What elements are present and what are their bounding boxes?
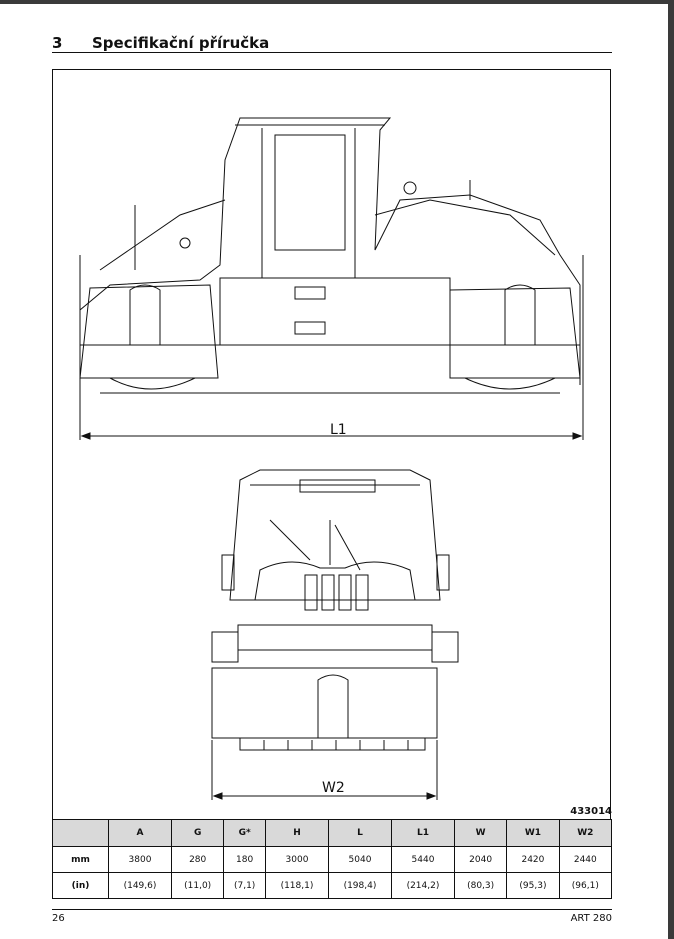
cell: (80,3)	[453, 872, 508, 899]
row-label: mm	[52, 846, 109, 873]
cell: (7,1)	[223, 872, 266, 899]
header-cell: A	[108, 819, 172, 847]
dimension-label-w2: W2	[322, 780, 345, 796]
row-label: (in)	[52, 872, 109, 899]
cell: (11,0)	[170, 872, 225, 899]
cell: 5440	[390, 846, 455, 873]
chapter-number: 3	[52, 34, 63, 52]
header-cell: L1	[390, 819, 455, 847]
chapter-title: Specifikační příručka	[92, 34, 270, 52]
footer-rule	[52, 909, 612, 910]
cell: 280	[170, 846, 225, 873]
table-row: (in) (149,6) (11,0) (7,1) (118,1) (198,4…	[52, 872, 613, 899]
table-row: mm 3800 280 180 3000 5040 5440 2040 2420…	[52, 846, 613, 873]
cell: 2040	[453, 846, 508, 873]
table-header-row: A G G* H L L1 W W1 W2	[52, 819, 613, 847]
header-cell: G*	[223, 819, 266, 847]
cell: (95,3)	[506, 872, 560, 899]
cell: (118,1)	[264, 872, 329, 899]
header-cell: L	[327, 819, 392, 847]
viewer-top-bar	[0, 0, 674, 4]
dimension-label-l1: L1	[330, 422, 347, 438]
viewer-scrollbar[interactable]	[668, 0, 674, 939]
header-cell: W	[453, 819, 508, 847]
cell: (198,4)	[327, 872, 392, 899]
front-view-drawing	[211, 469, 459, 800]
cell: 5040	[327, 846, 392, 873]
cell: (96,1)	[558, 872, 613, 899]
header-rule	[52, 52, 612, 53]
header-cell: G	[170, 819, 225, 847]
page-header: 3 Specifikační příručka	[52, 34, 269, 52]
model-name: ART 280	[570, 913, 612, 924]
header-cell	[52, 819, 109, 847]
side-view-drawing	[79, 117, 584, 440]
cell: 3800	[108, 846, 172, 873]
cell: 3000	[264, 846, 329, 873]
figure-id: 433014	[570, 806, 612, 817]
dimensions-table: A G G* H L L1 W W1 W2 mm 3800 280 180 30…	[52, 819, 613, 899]
cell: 2440	[558, 846, 613, 873]
cell: (149,6)	[108, 872, 172, 899]
figure-frame	[52, 69, 611, 819]
page-number: 26	[52, 913, 65, 924]
header-cell: H	[264, 819, 329, 847]
header-cell: W1	[506, 819, 560, 847]
cell: 180	[223, 846, 266, 873]
cell: (214,2)	[390, 872, 455, 899]
cell: 2420	[506, 846, 560, 873]
header-cell: W2	[558, 819, 613, 847]
